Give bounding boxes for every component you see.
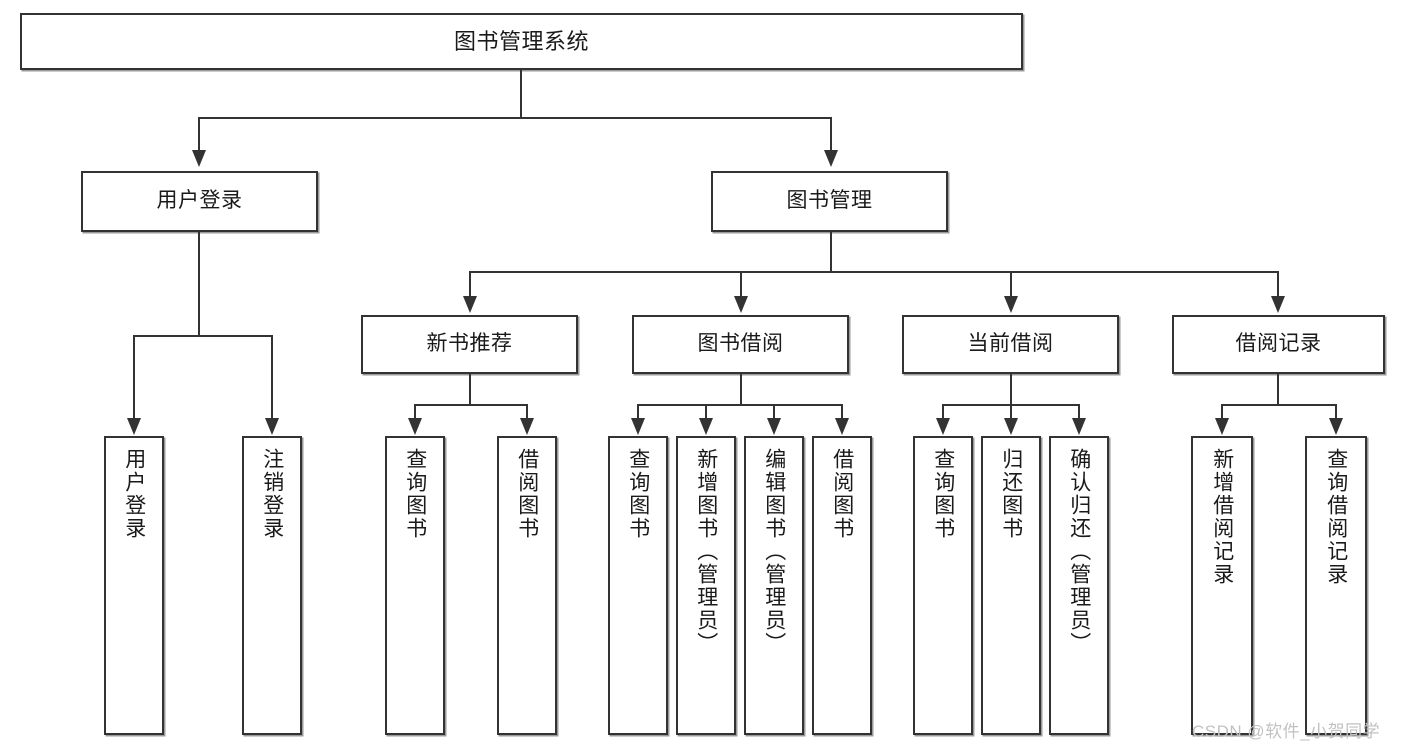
node-label: 查询借阅记录 — [1324, 448, 1348, 586]
connector-root-bus — [198, 117, 832, 119]
connector-current-borrow-to-leaf-3 — [1078, 404, 1080, 419]
arrowhead-bm-to-new-book — [463, 296, 477, 313]
node-label: 图书管理 — [786, 189, 873, 213]
node-label: 查询图书 — [403, 448, 427, 540]
node-label: 借阅图书 — [515, 448, 539, 540]
node-current-borrow[interactable]: 当前借阅 — [902, 315, 1119, 374]
connector-current-borrow-stem — [1010, 374, 1012, 406]
arrowhead-new-book-to-leaf-2 — [520, 418, 534, 435]
node-label: 图书管理系统 — [453, 28, 589, 54]
node-new-book-recommend[interactable]: 新书推荐 — [361, 315, 578, 374]
leaf-current-borrow-query-book[interactable]: 查询图书 — [913, 436, 973, 735]
node-label: 归还图书 — [999, 448, 1023, 540]
node-label: 新增借阅记录 — [1210, 448, 1234, 586]
node-label: 查询图书 — [626, 448, 650, 540]
arrowhead-borrow-record-to-leaf-1 — [1215, 418, 1229, 435]
node-book-management[interactable]: 图书管理 — [711, 171, 948, 232]
connector-bm-to-new-book — [469, 271, 471, 297]
connector-current-borrow-to-leaf-1 — [942, 404, 944, 419]
connector-new-book-to-leaf-1 — [414, 404, 416, 419]
connector-book-management-bus — [469, 271, 1279, 273]
arrowhead-user-login-to-leaf-1 — [127, 418, 141, 435]
connector-book-borrow-bus — [637, 404, 843, 406]
connector-new-book-to-leaf-2 — [526, 404, 528, 419]
leaf-borrow-record-query-record[interactable]: 查询借阅记录 — [1305, 436, 1367, 735]
connector-bm-to-current-borrow — [1010, 271, 1012, 297]
leaf-book-borrow-edit-book-admin[interactable]: 编辑图书（管理员） — [744, 436, 804, 735]
connector-borrow-record-bus — [1221, 404, 1337, 406]
node-label: 借阅图书 — [830, 448, 854, 540]
node-label: 用户登录 — [122, 448, 146, 540]
leaf-user-login-logout[interactable]: 注销登录 — [242, 436, 302, 735]
leaf-book-borrow-query-book[interactable]: 查询图书 — [608, 436, 668, 735]
node-book-borrow[interactable]: 图书借阅 — [632, 315, 849, 374]
arrowhead-current-borrow-to-leaf-1 — [936, 418, 950, 435]
arrowhead-new-book-to-leaf-1 — [408, 418, 422, 435]
leaf-user-login-login[interactable]: 用户登录 — [104, 436, 164, 735]
arrowhead-book-borrow-to-leaf-4 — [835, 418, 849, 435]
leaf-new-book-query-book[interactable]: 查询图书 — [385, 436, 445, 735]
node-label: 新书推荐 — [426, 332, 513, 356]
connector-book-borrow-to-leaf-3 — [773, 404, 775, 419]
arrowhead-user-login-to-leaf-2 — [265, 418, 279, 435]
arrowhead-bm-to-borrow-record — [1271, 296, 1285, 313]
arrowhead-root-to-book-management — [824, 150, 838, 167]
leaf-book-borrow-borrow-book[interactable]: 借阅图书 — [812, 436, 872, 735]
connector-current-borrow-to-leaf-2 — [1010, 404, 1012, 419]
arrowhead-borrow-record-to-leaf-2 — [1329, 418, 1343, 435]
connector-user-login-to-leaf-2 — [271, 335, 273, 419]
leaf-borrow-record-add-record[interactable]: 新增借阅记录 — [1191, 436, 1253, 735]
connector-book-management-stem — [830, 232, 832, 272]
node-label: 当前借阅 — [967, 332, 1054, 356]
arrowhead-book-borrow-to-leaf-2 — [699, 418, 713, 435]
node-label: 注销登录 — [260, 448, 284, 540]
node-user-login[interactable]: 用户登录 — [81, 171, 318, 232]
connector-new-book-bus — [414, 404, 528, 406]
connector-borrow-record-to-leaf-1 — [1221, 404, 1223, 419]
connector-book-borrow-to-leaf-1 — [637, 404, 639, 419]
connector-bm-to-borrow-record — [1277, 271, 1279, 297]
arrowhead-current-borrow-to-leaf-3 — [1072, 418, 1086, 435]
node-label: 新增图书（管理员） — [694, 448, 718, 655]
connector-root-to-book-management — [830, 117, 832, 151]
leaf-current-borrow-confirm-return-admin[interactable]: 确认归还（管理员） — [1049, 436, 1109, 735]
node-label: 确认归还（管理员） — [1067, 448, 1091, 655]
connector-book-borrow-to-leaf-2 — [705, 404, 707, 419]
connector-root-to-user-login — [198, 117, 200, 151]
node-label: 用户登录 — [156, 189, 243, 213]
connector-user-login-stem — [198, 232, 200, 336]
node-borrow-record[interactable]: 借阅记录 — [1172, 315, 1385, 374]
node-label: 编辑图书（管理员） — [762, 448, 786, 655]
arrowhead-current-borrow-to-leaf-2 — [1004, 418, 1018, 435]
connector-book-borrow-to-leaf-4 — [841, 404, 843, 419]
connector-borrow-record-to-leaf-2 — [1335, 404, 1337, 419]
connector-root-stem — [520, 70, 522, 118]
connector-borrow-record-stem — [1277, 374, 1279, 406]
arrowhead-book-borrow-to-leaf-1 — [631, 418, 645, 435]
node-root-book-management-system[interactable]: 图书管理系统 — [20, 13, 1023, 70]
leaf-current-borrow-return-book[interactable]: 归还图书 — [981, 436, 1041, 735]
connector-user-login-bus — [133, 335, 273, 337]
connector-book-borrow-stem — [740, 374, 742, 406]
node-label: 借阅记录 — [1235, 332, 1322, 356]
arrowhead-bm-to-book-borrow — [734, 296, 748, 313]
node-label: 图书借阅 — [697, 332, 784, 356]
node-label: 查询图书 — [931, 448, 955, 540]
connector-user-login-to-leaf-1 — [133, 335, 135, 419]
connector-bm-to-book-borrow — [740, 271, 742, 297]
arrowhead-book-borrow-to-leaf-3 — [767, 418, 781, 435]
leaf-book-borrow-add-book-admin[interactable]: 新增图书（管理员） — [676, 436, 736, 735]
connector-new-book-stem — [469, 374, 471, 406]
arrowhead-bm-to-current-borrow — [1004, 296, 1018, 313]
arrowhead-root-to-user-login — [192, 150, 206, 167]
leaf-new-book-borrow-book[interactable]: 借阅图书 — [497, 436, 557, 735]
